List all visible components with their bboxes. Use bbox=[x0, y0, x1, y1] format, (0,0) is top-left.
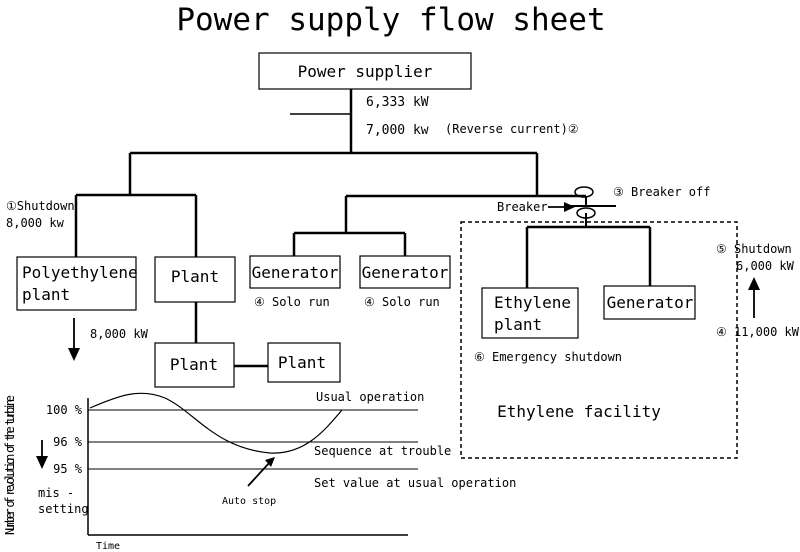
mis-setting-label-2: setting bbox=[38, 502, 89, 516]
ethylene-plant-box bbox=[481, 287, 579, 339]
ethylene-plant-label-2: plant bbox=[494, 315, 542, 334]
mis-setting-arrow-head bbox=[36, 456, 48, 469]
tick-95: 95 % bbox=[53, 462, 83, 476]
auto-stop-arrow-shaft bbox=[247, 461, 271, 487]
shutdown-5-label: ⑤ Shutdown bbox=[716, 242, 792, 256]
supply-kw-label: 6,333 kW bbox=[366, 95, 429, 110]
diagram-title: Power supply flow sheet bbox=[176, 2, 605, 38]
tick-96: 96 % bbox=[53, 435, 83, 449]
ethylene-facility-boundary bbox=[460, 221, 738, 459]
poly-down-arrow-head bbox=[68, 348, 80, 361]
power-supplier-box bbox=[258, 52, 472, 90]
sequence-trouble-label: Sequence at trouble bbox=[314, 444, 451, 458]
chart-y-axis-label: Number of revolution of the turbine bbox=[3, 395, 17, 535]
breaker-label: Breaker bbox=[497, 200, 548, 214]
auto-stop-label: Auto stop bbox=[222, 496, 276, 507]
breaker-coil-upper bbox=[574, 186, 594, 198]
breaker-off-label: ③ Breaker off bbox=[613, 185, 710, 199]
solo-run-2-label: ④ Solo run bbox=[364, 295, 440, 309]
solo-run-1-label: ④ Solo run bbox=[254, 295, 330, 309]
shutdown-1-label: ①Shutdown bbox=[6, 199, 75, 213]
usual-operation-label: Usual operation bbox=[316, 390, 424, 404]
plant-b-label: Plant bbox=[170, 355, 218, 374]
ethylene-plant-label-1: Ethylene bbox=[494, 293, 571, 312]
mis-setting-label-1: mis - bbox=[38, 486, 74, 500]
generator-3-box bbox=[603, 285, 696, 320]
reverse-kw-label: 7,000 kw bbox=[366, 123, 429, 138]
generator-1-box bbox=[249, 255, 341, 289]
load-11000-label: ④ 11,000 kW bbox=[716, 325, 800, 339]
plant-c-box bbox=[267, 342, 341, 383]
turbine-curve bbox=[89, 392, 343, 454]
chart-x-axis-label: Time bbox=[96, 541, 120, 552]
reverse-current-label: (Reverse current)② bbox=[445, 122, 579, 136]
generator-1-label: Generator bbox=[252, 263, 339, 282]
set-value-label: Set value at usual operation bbox=[314, 476, 516, 490]
polyethylene-plant-label-2: plant bbox=[22, 285, 70, 304]
generator-2-label: Generator bbox=[362, 263, 449, 282]
up-arrow-head bbox=[748, 277, 760, 290]
generator-2-box bbox=[359, 255, 451, 289]
shutdown-1-kw: 8,000 kw bbox=[6, 216, 65, 230]
plant-a-label: Plant bbox=[171, 267, 219, 286]
ethylene-facility-label: Ethylene facility bbox=[497, 402, 661, 421]
shutdown-5-kw: 6,000 kW bbox=[736, 259, 795, 273]
polyethylene-plant-box bbox=[16, 256, 137, 311]
turbine-chart: 100 % 96 % 95 % Usual operation Sequence… bbox=[3, 390, 516, 552]
poly-kw-label: 8,000 kW bbox=[90, 327, 149, 341]
tick-100: 100 % bbox=[46, 403, 83, 417]
emergency-shutdown-label: ⑥ Emergency shutdown bbox=[474, 350, 622, 364]
generator-3-label: Generator bbox=[607, 293, 694, 312]
polyethylene-plant-label-1: Polyethylene bbox=[22, 263, 138, 282]
power-supplier-label: Power supplier bbox=[298, 62, 433, 81]
plant-c-label: Plant bbox=[278, 353, 326, 372]
auto-stop-arrow-head bbox=[265, 457, 275, 467]
breaker-arrow-head bbox=[564, 202, 575, 212]
